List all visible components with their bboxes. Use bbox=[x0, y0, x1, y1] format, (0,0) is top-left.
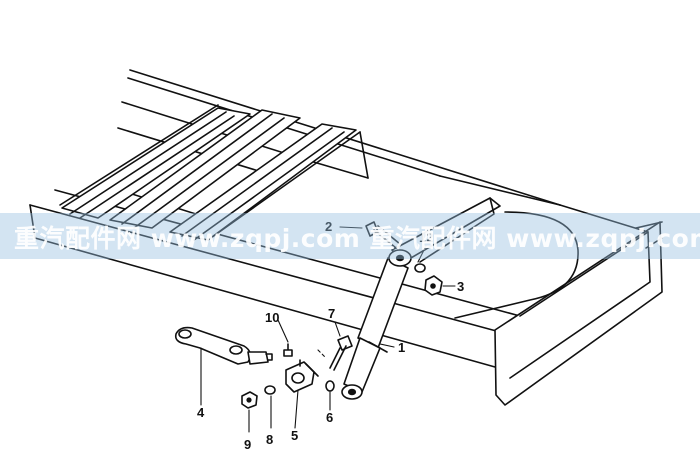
watermark-text: 重汽配件网 www.zqpj.com 重汽配件网 www.zqpj.com bbox=[14, 224, 700, 253]
bracket-arm bbox=[174, 326, 273, 365]
callout-3: 3 bbox=[457, 279, 464, 294]
callout-4: 4 bbox=[197, 405, 205, 420]
callout-12: 12 bbox=[419, 230, 433, 245]
nut-and-washer bbox=[414, 263, 443, 296]
watermark-band bbox=[0, 213, 700, 259]
lower-bolt bbox=[329, 335, 353, 371]
clevis-pin bbox=[285, 359, 319, 393]
callout-9: 9 bbox=[244, 437, 251, 452]
small-hardware bbox=[241, 343, 335, 409]
callout-5: 5 bbox=[291, 428, 298, 443]
leader-lines bbox=[200, 226, 456, 433]
callout-10: 10 bbox=[265, 310, 279, 325]
callout-6: 6 bbox=[326, 410, 333, 425]
shock-absorber bbox=[341, 249, 412, 400]
frame-structure bbox=[29, 69, 663, 406]
callout-7: 7 bbox=[328, 306, 335, 321]
callout-1: 1 bbox=[398, 340, 405, 355]
upper-bolt bbox=[365, 221, 401, 249]
callout-2: 2 bbox=[325, 219, 332, 234]
callout-8: 8 bbox=[266, 432, 273, 447]
callout-labels: 2 12 3 1 10 7 4 6 5 8 9 bbox=[197, 219, 464, 452]
